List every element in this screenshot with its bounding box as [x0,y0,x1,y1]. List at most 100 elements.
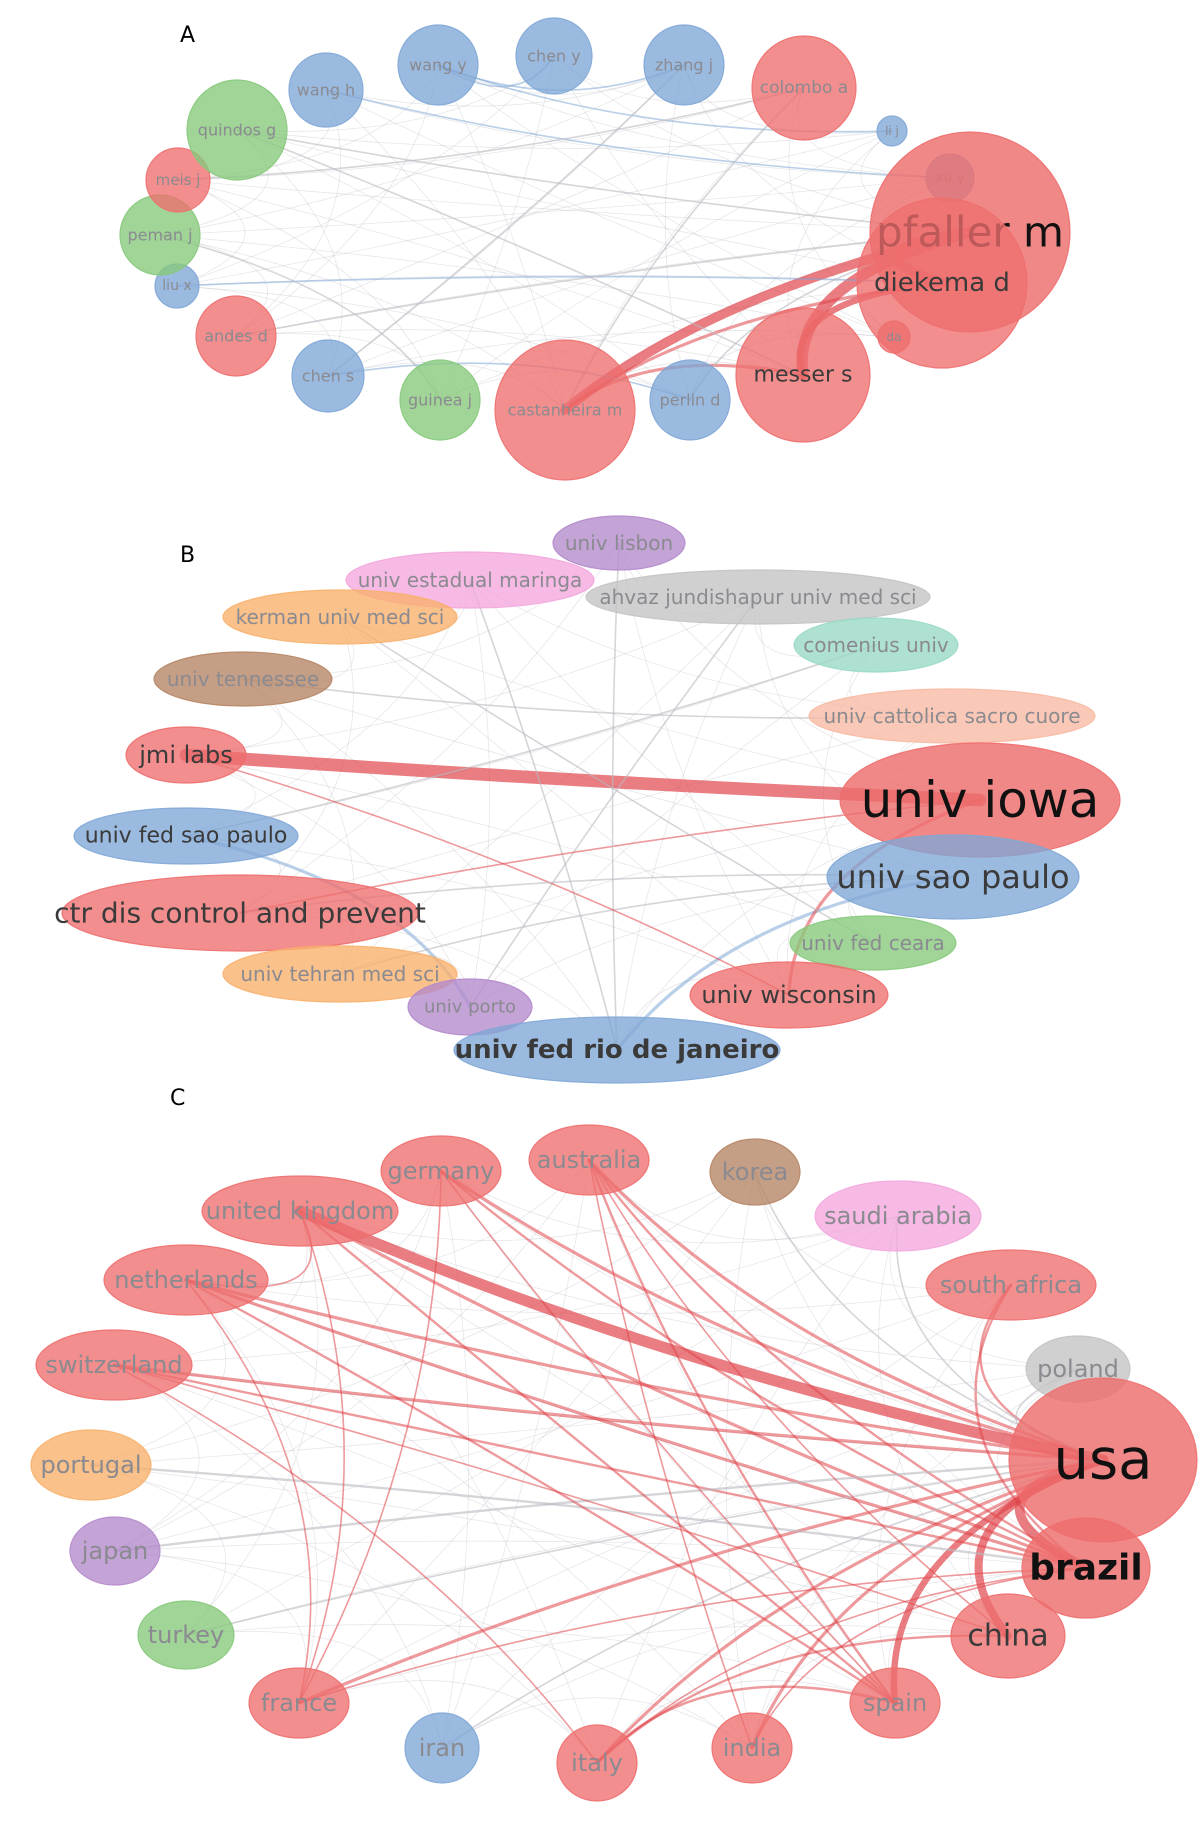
node-bubble[interactable] [248,1667,350,1739]
node-bubble[interactable] [515,17,593,95]
node-bubble[interactable] [552,515,686,571]
node-bubble[interactable] [808,688,1096,744]
node-bubble[interactable] [735,307,871,443]
node-bubble[interactable] [649,359,731,441]
node-bubble[interactable] [585,569,931,625]
node-bubble[interactable] [201,1175,399,1247]
node-bubble[interactable] [345,551,595,609]
node-india[interactable]: india [711,1712,793,1784]
node-bubble[interactable] [877,320,911,354]
node-bubble[interactable] [711,1712,793,1784]
node-spain[interactable]: spain [849,1667,941,1739]
node-bubble[interactable] [925,1249,1097,1321]
node-bubble[interactable] [404,1712,480,1784]
node-bubble[interactable] [73,807,299,865]
node-ahvaz-jundishapur-univ-med-sci[interactable]: ahvaz jundishapur univ med sci [585,569,931,625]
node-usa[interactable]: usa [1008,1377,1198,1543]
node-quindos-g[interactable]: quindos g [186,79,288,181]
node-bubble[interactable] [814,1180,982,1252]
node-bubble[interactable] [399,359,481,441]
node-univ-fed-ceara[interactable]: univ fed ceara [789,915,957,971]
node-bubble[interactable] [689,961,889,1029]
node-germany[interactable]: germany [380,1135,502,1207]
node-bubble[interactable] [397,24,479,106]
node-iran[interactable]: iran [404,1712,480,1784]
node-bubble[interactable] [291,339,365,413]
node-portugal[interactable]: portugal [30,1429,152,1501]
node-univ-tehran-med-sci[interactable]: univ tehran med sci [222,945,458,1003]
node-kerman-univ-med-sci[interactable]: kerman univ med sci [222,589,458,645]
node-andes-d[interactable]: andes d [195,295,277,377]
node-bubble[interactable] [709,1138,801,1206]
node-bubble[interactable] [222,589,458,645]
node-brazil[interactable]: brazil [1021,1517,1151,1619]
node-bubble[interactable] [61,874,419,952]
node-guinea-j[interactable]: guinea j [399,359,481,441]
node-wang-h[interactable]: wang h [288,52,364,128]
node-univ-wisconsin[interactable]: univ wisconsin [689,961,889,1029]
node-france[interactable]: france [248,1667,350,1739]
node-bubble[interactable] [69,1516,161,1586]
node-colombo-a[interactable]: colombo a [751,35,857,141]
node-univ-estadual-maringa[interactable]: univ estadual maringa [345,551,595,609]
node-wang-y[interactable]: wang y [397,24,479,106]
node-univ-cattolica-sacro-cuore[interactable]: univ cattolica sacro cuore [808,688,1096,744]
node-chen-s[interactable]: chen s [291,339,365,413]
node-castanheira-m[interactable]: castanheira m [494,339,636,481]
node-switzerland[interactable]: switzerland [35,1329,193,1401]
node-bubble[interactable] [643,24,725,106]
node-australia[interactable]: australia [528,1124,650,1196]
node-bubble[interactable] [494,339,636,481]
node-bubble[interactable] [137,1600,235,1670]
node-bubble[interactable] [950,1593,1066,1679]
node-bubble[interactable] [30,1429,152,1501]
node-japan[interactable]: japan [69,1516,161,1586]
node-jmi-labs[interactable]: jmi labs [125,726,247,784]
node-bubble[interactable] [125,726,247,784]
node-united-kingdom[interactable]: united kingdom [201,1175,399,1247]
node-bubble[interactable] [528,1124,650,1196]
node-univ-fed-sao-paulo[interactable]: univ fed sao paulo [73,807,299,865]
node-bubble[interactable] [145,147,211,213]
node-bubble[interactable] [793,617,959,673]
node-li-j[interactable]: li j [876,115,908,147]
node-bubble[interactable] [186,79,288,181]
node-bubble[interactable] [35,1329,193,1401]
node-bubble[interactable] [195,295,277,377]
node-bubble[interactable] [826,834,1080,920]
node-bubble[interactable] [556,1724,638,1802]
node-china[interactable]: china [950,1593,1066,1679]
node-univ-tennessee[interactable]: univ tennessee [153,651,333,707]
node-bubble[interactable] [453,1016,781,1084]
node-turkey[interactable]: turkey [137,1600,235,1670]
node-univ-iowa[interactable]: univ iowa [839,742,1121,858]
node-univ-sao-paulo[interactable]: univ sao paulo [826,834,1080,920]
node-bubble[interactable] [849,1667,941,1739]
node-peman-j[interactable]: peman j [119,194,201,276]
node-comenius-univ[interactable]: comenius univ [793,617,959,673]
node-bubble[interactable] [222,945,458,1003]
node-da[interactable]: da [877,320,911,354]
node-univ-fed-rio-de-janeiro[interactable]: univ fed rio de janeiro [453,1016,781,1084]
node-perlin-d[interactable]: perlin d [649,359,731,441]
node-bubble[interactable] [751,35,857,141]
node-south-africa[interactable]: south africa [925,1249,1097,1321]
node-korea[interactable]: korea [709,1138,801,1206]
node-bubble[interactable] [789,915,957,971]
node-bubble[interactable] [103,1244,269,1316]
node-chen-y[interactable]: chen y [515,17,593,95]
node-bubble[interactable] [1021,1517,1151,1619]
node-bubble[interactable] [153,651,333,707]
node-italy[interactable]: italy [556,1724,638,1802]
node-saudi-arabia[interactable]: saudi arabia [814,1180,982,1252]
node-bubble[interactable] [876,115,908,147]
node-netherlands[interactable]: netherlands [103,1244,269,1316]
node-univ-lisbon[interactable]: univ lisbon [552,515,686,571]
node-zhang-j[interactable]: zhang j [643,24,725,106]
node-messer-s[interactable]: messer s [735,307,871,443]
node-meis-j[interactable]: meis j [145,147,211,213]
node-bubble[interactable] [288,52,364,128]
node-ctr-dis-control-and-prevent[interactable]: ctr dis control and prevent [54,874,426,952]
node-bubble[interactable] [380,1135,502,1207]
